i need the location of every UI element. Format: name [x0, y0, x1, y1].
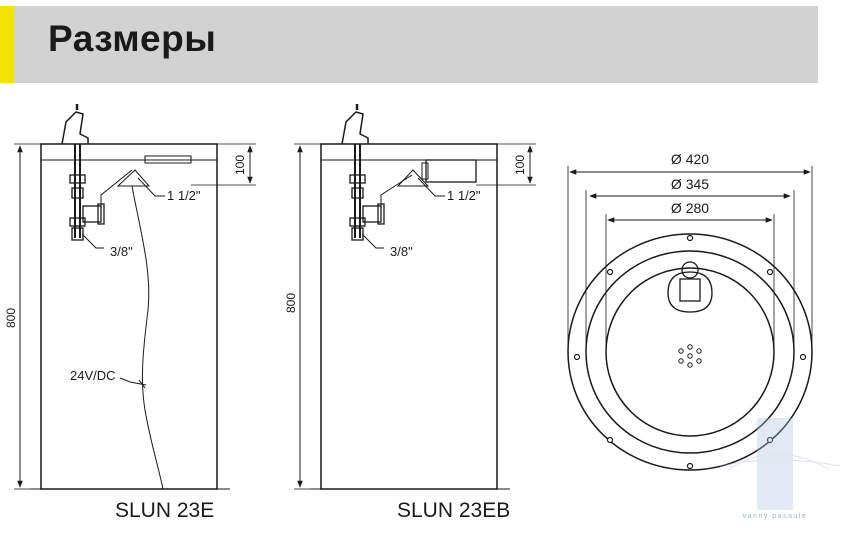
- mounting-holes: [573, 234, 807, 470]
- middle-top-label: 100: [513, 155, 527, 175]
- watermark-logo: [719, 418, 841, 510]
- header-bar: [0, 6, 818, 83]
- top-view: [567, 166, 813, 471]
- bowl-inner: [605, 267, 775, 437]
- diameter-inner-label: Ø 280: [671, 200, 709, 216]
- unit-middle: [294, 104, 536, 490]
- page-title: Размеры: [48, 18, 217, 59]
- left-inlet-label: 3/8": [110, 244, 133, 259]
- model-label-middle: SLUN 23EB: [397, 499, 511, 522]
- watermark-text: vanny pasaule: [743, 513, 808, 520]
- left-drain-label: 1 1/2": [167, 188, 201, 203]
- drain-icon: [678, 344, 702, 368]
- left-power-label: 24V/DC: [70, 368, 116, 383]
- diameter-outer-label: Ø 420: [671, 151, 709, 167]
- left-height-label: 800: [4, 308, 18, 328]
- middle-inlet-label: 3/8": [390, 244, 413, 259]
- left-top-label: 100: [233, 155, 247, 175]
- model-label-left: SLUN 23E: [115, 499, 215, 522]
- header-accent: [0, 6, 14, 83]
- diameter-middle-label: Ø 345: [671, 176, 709, 192]
- middle-height-label: 800: [284, 293, 298, 313]
- middle-drain-label: 1 1/2": [447, 188, 481, 203]
- unit-left: [14, 104, 256, 490]
